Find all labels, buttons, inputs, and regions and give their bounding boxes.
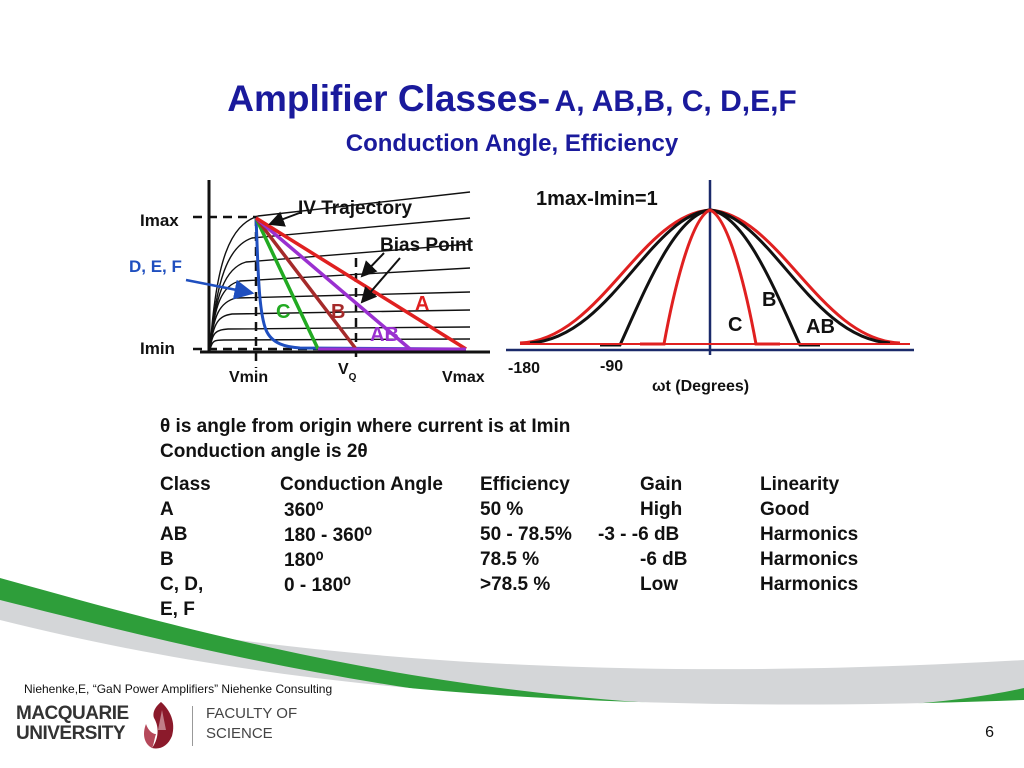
class-a-label: A (415, 293, 429, 315)
wave-axis-label: ωt (Degrees) (652, 378, 749, 395)
page-number: 6 (985, 724, 994, 741)
trajectory-arrow (268, 211, 303, 227)
university-name: MACQUARIE UNIVERSITY (16, 704, 129, 744)
header-gain: Gain (640, 474, 683, 495)
iv-curve (209, 326, 471, 351)
cell-class: A (160, 499, 174, 520)
vq-main: V (338, 361, 349, 378)
bias-point-label: Bias Point (380, 235, 474, 256)
header-efficiency: Efficiency (480, 474, 570, 495)
class-ab-line (254, 216, 412, 351)
wave-header: 1max-Imin=1 (536, 188, 658, 210)
cell-class: AB (160, 524, 188, 545)
cell-class: C, D, (160, 574, 204, 595)
cell-linearity: Good (760, 499, 810, 520)
vmax-label: Vmax (442, 369, 485, 386)
title-classes: A, AB,B, C, D,E,F (554, 85, 797, 118)
citation: Niehenke,E, “GaN Power Amplifiers” Niehe… (24, 682, 333, 696)
lighthouse-emblem-icon (144, 702, 174, 749)
cell-angle: 0 - 180⁰ (284, 575, 351, 596)
faculty-line1: FACULTY OF (206, 705, 298, 722)
university-line2: UNIVERSITY (16, 723, 126, 744)
wave-tick-left: -180 (508, 360, 540, 377)
cell-efficiency: >78.5 % (480, 574, 551, 595)
wave-tick-mid: -90 (600, 358, 623, 375)
cell-gain: Low (640, 574, 678, 595)
cell-class: E, F (160, 599, 195, 620)
iv-trajectory-label: IV Trajectory (298, 198, 412, 219)
title-main: Amplifier Classes- (227, 78, 551, 119)
vq-label: VQ (338, 361, 357, 383)
cell-angle: 180⁰ (284, 550, 324, 571)
waveform-plot: 1max-Imin=1 -180 -90 ωt (Degrees) B C AB (506, 180, 914, 395)
class-c-line (254, 217, 320, 350)
cell-efficiency: 50 - 78.5% (480, 524, 572, 545)
slide-title: Amplifier Classes- A, AB,B, C, D,E,F (0, 78, 1024, 120)
class-ab-label: AB (370, 324, 399, 346)
class-b-line (254, 216, 358, 351)
wave-label-ab: AB (806, 316, 835, 338)
vmin-label: Vmin (229, 369, 268, 386)
cell-efficiency: 78.5 % (480, 549, 540, 570)
iv-characteristic-plot: Imax Imin D, E, F IV Trajectory Bias Poi… (129, 180, 490, 386)
cell-efficiency: 50 % (480, 499, 524, 520)
theta-note: θ is angle from origin where current is … (160, 416, 571, 437)
faculty-name: FACULTY OF SCIENCE (206, 704, 297, 744)
def-arrow (185, 278, 255, 300)
iv-curve (209, 338, 471, 351)
imin-label: Imin (140, 339, 175, 358)
bias-arrow (360, 252, 385, 278)
cell-linearity: Harmonics (760, 574, 859, 595)
faculty-line2: SCIENCE (206, 725, 273, 742)
logo-divider (192, 706, 193, 746)
figure-area: Imax Imin D, E, F IV Trajectory Bias Poi… (129, 180, 914, 395)
cell-angle: 360⁰ (284, 500, 324, 521)
white-band (0, 620, 1024, 768)
def-trajectory (254, 217, 461, 351)
def-label: D, E, F (129, 257, 182, 276)
header-class: Class (160, 474, 211, 495)
bias-arrow-2 (360, 257, 401, 304)
class-a-line (255, 216, 467, 351)
class-c-label: C (276, 301, 290, 323)
cell-gain: High (640, 499, 683, 520)
university-line1: MACQUARIE (16, 703, 129, 724)
vq-subscript: Q (349, 372, 357, 383)
cell-gain: -3 - -6 dB (598, 524, 680, 545)
curve-class-c (640, 208, 780, 346)
imax-label: Imax (140, 211, 179, 230)
cell-class: B (160, 549, 174, 570)
header-conduction-angle: Conduction Angle (280, 474, 443, 495)
cell-angle: 180 - 360⁰ (284, 525, 372, 546)
conduction-note: Conduction angle is 2θ (160, 441, 368, 462)
class-b-label: B (331, 301, 345, 323)
slide-subtitle: Conduction Angle, Efficiency (345, 130, 679, 157)
cell-linearity: Harmonics (760, 549, 859, 570)
header-linearity: Linearity (760, 474, 840, 495)
wave-label-c: C (728, 314, 742, 336)
cell-linearity: Harmonics (760, 524, 859, 545)
cell-gain: -6 dB (640, 549, 688, 570)
wave-label-b: B (762, 289, 776, 311)
